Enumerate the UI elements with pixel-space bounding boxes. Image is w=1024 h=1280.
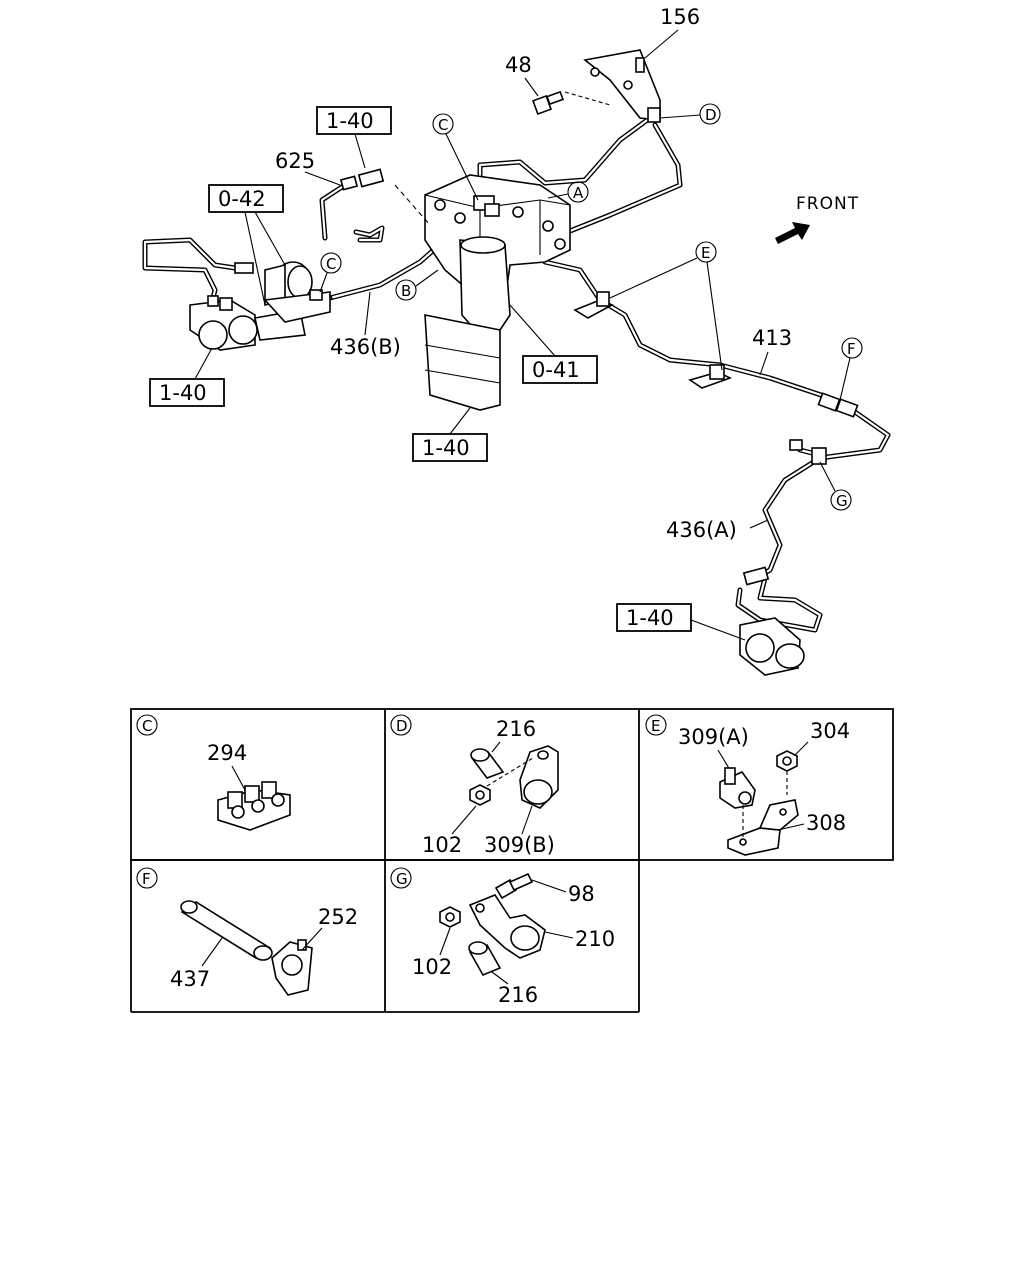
fitting-f (817, 392, 859, 418)
panel-e: E 309(A) 304 308 (645, 714, 850, 856)
label-413: 413 (752, 326, 792, 350)
right-relay-valve (739, 566, 805, 676)
clip-294 (217, 781, 291, 831)
nut-102-g (439, 906, 461, 928)
callout-e: E (701, 244, 710, 262)
label-437: 437 (170, 967, 210, 991)
callout-c-left: C (326, 255, 336, 273)
label-308: 308 (806, 811, 846, 835)
panel-c-callout: C (142, 717, 152, 735)
panel-f-callout: F (142, 870, 151, 888)
clip-309b (519, 745, 559, 809)
label-48: 48 (505, 53, 532, 77)
bolt-98 (494, 872, 534, 900)
label-436a: 436(A) (666, 518, 737, 542)
label-309b: 309(B) (484, 833, 555, 857)
label-309a: 309(A) (678, 725, 749, 749)
label-216-d: 216 (496, 717, 536, 741)
ref-0-42: 0-42 (218, 187, 266, 211)
clips-e (573, 291, 733, 389)
front-arrow-icon (775, 222, 810, 244)
bracket-308 (727, 799, 799, 856)
label-102-d: 102 (422, 833, 462, 857)
svg-text:FRONT: FRONT (796, 194, 859, 214)
callouts-main: A B C C D E F G (319, 103, 863, 511)
nut-102-d (469, 784, 491, 806)
panel-d: D 216 102 309(B) (390, 714, 559, 857)
label-436b: 436(B) (330, 335, 401, 359)
ref-1-40-left: 1-40 (159, 381, 207, 405)
pressure-component (234, 261, 331, 323)
panel-g-callout: G (396, 870, 408, 888)
label-98: 98 (568, 882, 595, 906)
clip-252 (271, 939, 313, 996)
boxed-references: 1-40 0-42 1-40 0-41 1-40 1-40 (149, 106, 746, 641)
bolt-48 (532, 90, 611, 115)
panel-c: C 294 (136, 714, 291, 831)
label-102-g: 102 (412, 955, 452, 979)
sleeve-216 (470, 748, 505, 779)
clip-309a (719, 767, 756, 809)
panel-e-callout: E (651, 717, 660, 735)
label-156: 156 (660, 5, 700, 29)
label-304: 304 (810, 719, 850, 743)
callout-f: F (847, 340, 856, 358)
label-210: 210 (575, 927, 615, 951)
main-valve-assembly (424, 174, 571, 411)
callout-b: B (401, 282, 411, 300)
front-indicator: FRONT (775, 194, 859, 244)
clip-210 (468, 894, 546, 959)
callout-a: A (573, 184, 584, 202)
panel-f: F 437 252 (136, 867, 358, 996)
callout-d: D (705, 106, 717, 124)
ref-0-41: 0-41 (532, 358, 580, 382)
detail-grid (130, 708, 894, 1013)
panel-g: G 98 210 102 216 (390, 867, 615, 1007)
sleeve-216-g (468, 941, 502, 977)
label-625: 625 (275, 149, 315, 173)
clamp-g (789, 439, 827, 465)
label-294: 294 (207, 741, 247, 765)
label-216-g: 216 (498, 983, 538, 1007)
ref-1-40-top: 1-40 (326, 109, 374, 133)
tube-437 (180, 900, 273, 961)
nut-304 (776, 750, 798, 772)
callout-c-top: C (438, 116, 448, 134)
ref-1-40-bottom: 1-40 (626, 606, 674, 630)
panel-d-callout: D (396, 717, 408, 735)
bracket-156 (583, 49, 661, 123)
ref-1-40-mid: 1-40 (422, 436, 470, 460)
callout-g: G (836, 492, 848, 510)
hose-625 (339, 168, 385, 243)
label-252: 252 (318, 905, 358, 929)
part-labels: 156 48 625 436(B) 413 436(A) (275, 5, 792, 542)
